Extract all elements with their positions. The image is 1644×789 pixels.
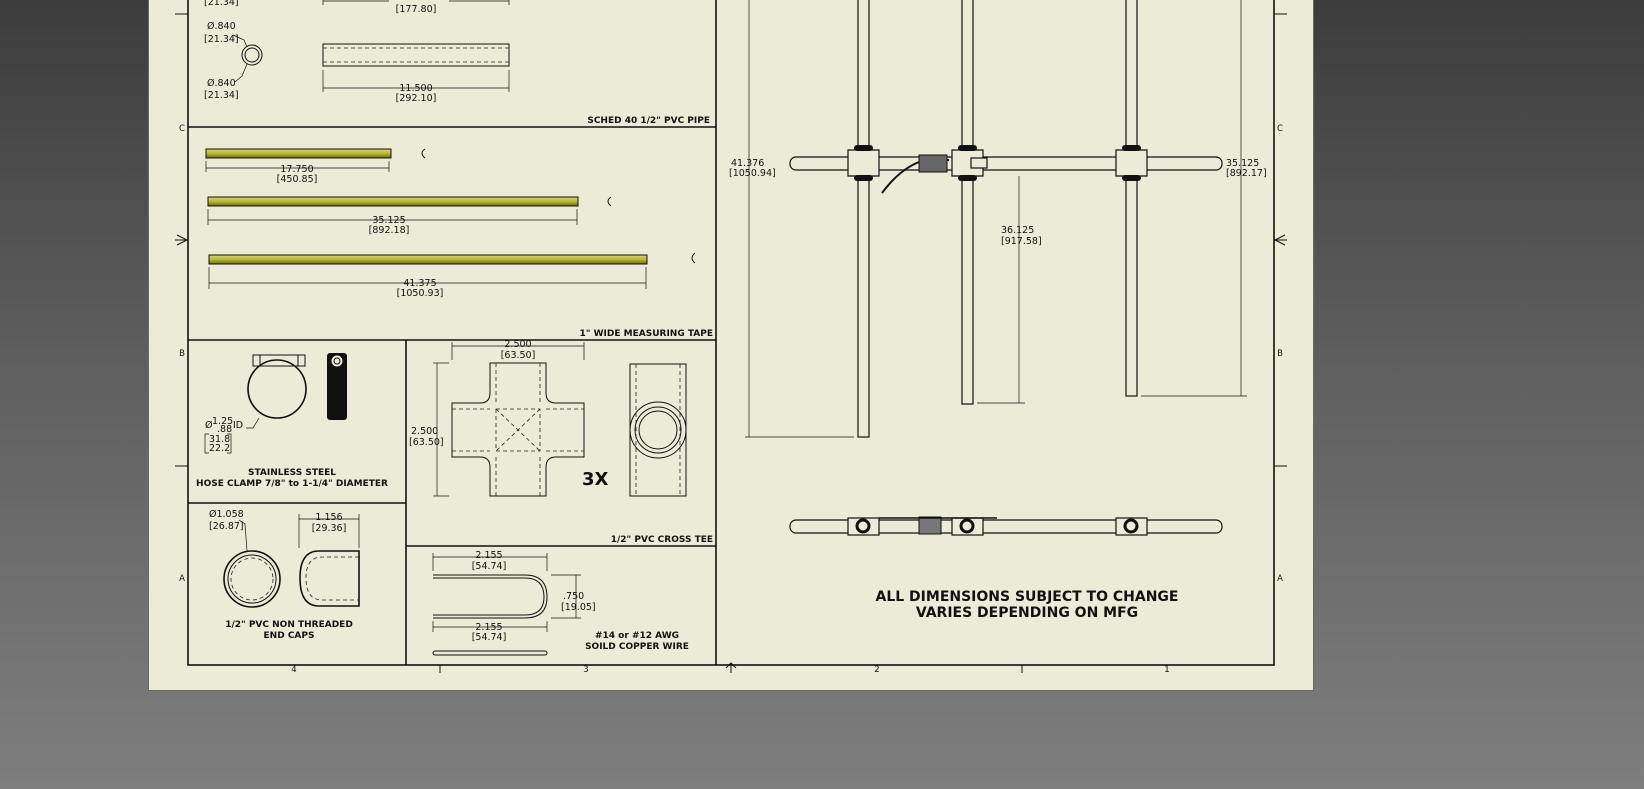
pipe-end-view-outer <box>241 44 263 66</box>
tape-3-mm: [1050.93] <box>397 288 444 299</box>
cap-side-view <box>299 550 360 607</box>
pipe-length-mm: [292.10] <box>396 93 437 104</box>
wire-title-1: #14 or #12 AWG <box>595 631 679 641</box>
clamp-dia-inner: .88 <box>217 424 232 435</box>
tee-title: 1/2" PVC CROSS TEE <box>611 535 713 545</box>
pipe-title: SCHED 40 1/2" PVC PIPE <box>587 116 710 126</box>
zone-label-c-right: C <box>1277 124 1283 134</box>
cap-length: 1.156 <box>315 512 342 523</box>
pipe-od-label-1: Ø.840 <box>207 21 236 32</box>
tee-width: 2.500 <box>504 339 531 350</box>
wire-bottom-length: 2.155 <box>475 622 502 633</box>
tape-piece-1 <box>205 148 392 159</box>
tee-front-view <box>451 362 585 497</box>
pipe-top-dim-right: [177.80] <box>396 4 437 15</box>
zone-label-c-left: C <box>179 124 185 134</box>
clamp-mm-outer: 31.8 <box>209 434 230 445</box>
tee-side-outer <box>629 401 687 459</box>
antenna-right-dim: 35.125 <box>1226 158 1259 169</box>
clamp-ring <box>247 359 307 419</box>
antenna-tee-left <box>847 149 880 177</box>
pipe-end-view-inner <box>244 47 260 63</box>
wire-straight <box>432 650 548 656</box>
note-line-2: VARIES DEPENDING ON MFG <box>916 605 1138 621</box>
zone-label-a-right: A <box>1277 574 1283 584</box>
drawing-border <box>187 0 1275 666</box>
pipe-top-dim-cut: [21.34] <box>204 0 239 8</box>
tee-side-view <box>629 363 687 497</box>
panel-dividers <box>188 0 717 665</box>
drawing-sheet: C B A C B A 4 3 2 1 [21.34] [177.80] Ø.8… <box>148 0 1314 691</box>
zone-label-1: 1 <box>1164 665 1169 675</box>
wire-bend-outer <box>433 574 548 619</box>
antenna-left-dim-mm: [1050.94] <box>729 168 776 179</box>
clamp-mm-inner: 22.2 <box>209 443 230 454</box>
clamp-dia-prefix: Ø <box>205 420 212 431</box>
tee-quantity: 3X <box>582 469 609 490</box>
pipe-od-label-2: Ø.840 <box>207 78 236 89</box>
clamp-screw-housing <box>252 354 306 367</box>
antenna-mid-dim-mm: [917.58] <box>1001 236 1042 247</box>
wire-top-mm: [54.74] <box>472 561 507 572</box>
antenna-element-left <box>857 0 870 438</box>
tape-1-mm: [450.85] <box>277 174 318 185</box>
antenna-element-middle <box>961 0 974 405</box>
clamp-title-1: STAINLESS STEEL <box>248 468 336 478</box>
zone-label-2: 2 <box>874 665 879 675</box>
antenna-mid-dim: 36.125 <box>1001 225 1034 236</box>
antenna-boom <box>789 156 1223 171</box>
tape-piece-2 <box>207 196 579 207</box>
tape-3-length: 41.375 <box>403 278 436 289</box>
antenna-right-dim-mm: [892.17] <box>1226 168 1267 179</box>
end-caps-panel: Ø1.058 [26.87] 1.156 [29.36] 1/2" PVC NO… <box>209 509 360 641</box>
pvc-pipe-panel: [21.34] [177.80] Ø.840 [21.34] Ø.840 [21… <box>204 0 710 126</box>
clamp-side-view <box>327 353 347 420</box>
copper-wire-panel: 2.155 [54.74] .750 [19.05] 2.155 [54.74]… <box>432 550 689 656</box>
tape-2-mm: [892.18] <box>369 225 410 236</box>
cap-dia: Ø1.058 <box>209 509 244 520</box>
clamp-id-label: ID <box>233 420 243 431</box>
cap-title-2: END CAPS <box>264 631 315 641</box>
pipe-od-mm-2: [21.34] <box>204 90 239 101</box>
wire-height: .750 <box>563 591 584 602</box>
zone-label-b-right: B <box>1277 349 1283 359</box>
antenna-left-dim: 41.376 <box>731 158 764 169</box>
tee-width-mm: [63.50] <box>501 350 536 361</box>
wire-top-length: 2.155 <box>475 550 502 561</box>
clamp-title-2: HOSE CLAMP 7/8" to 1-1/4" DIAMETER <box>196 479 388 489</box>
note-line-1: ALL DIMENSIONS SUBJECT TO CHANGE <box>876 589 1179 605</box>
zone-label-a-left: A <box>179 574 185 584</box>
zone-ticks <box>175 13 1287 673</box>
pipe-od-mm-1: [21.34] <box>204 34 239 45</box>
measuring-tape-panel: 17.750 [450.85] 35.125 [892.18] 41.375 [… <box>205 148 713 339</box>
cap-dia-mm: [26.87] <box>209 521 244 532</box>
tape-title: 1" WIDE MEASURING TAPE <box>580 329 713 339</box>
tape-1-length: 17.750 <box>280 164 313 175</box>
antenna-element-right <box>1125 0 1138 397</box>
technical-drawing: C B A C B A 4 3 2 1 [21.34] [177.80] Ø.8… <box>175 0 1287 675</box>
wire-title-2: SOILD COPPER WIRE <box>585 642 689 652</box>
zone-label-b-left: B <box>179 349 185 359</box>
pipe-length: 11.500 <box>399 83 432 94</box>
tape-2-length: 35.125 <box>372 215 405 226</box>
clamp-dia-outer: 1.25 <box>212 416 233 427</box>
cap-length-mm: [29.36] <box>312 523 347 534</box>
cap-end-view <box>223 550 281 608</box>
cross-tee-panel: 2.500 [63.50] 2.500 [63.50] 3X 1/2" PVC … <box>409 339 713 545</box>
antenna-coax-wrap <box>918 154 948 173</box>
antenna-assembly-top-view: 41.376 [1050.94] 36.125 [917.58] 35.125 … <box>729 0 1267 438</box>
tee-height: 2.500 <box>411 426 438 437</box>
wire-bottom-mm: [54.74] <box>472 632 507 643</box>
antenna-assembly-side-view <box>789 516 1223 536</box>
tee-height-mm: [63.50] <box>409 437 444 448</box>
zone-label-3: 3 <box>583 665 588 675</box>
antenna-tee-right <box>1115 149 1148 177</box>
zone-label-4: 4 <box>291 665 296 675</box>
cap-title-1: 1/2" PVC NON THREADED <box>225 620 353 630</box>
hose-clamp-panel: Ø 1.25 .88 ID 31.8 22.2 STAINLESS STEEL … <box>196 353 388 489</box>
pipe-side-view <box>322 43 510 67</box>
side-boom <box>789 519 1223 534</box>
wire-height-mm: [19.05] <box>561 602 596 613</box>
tape-piece-3 <box>208 254 648 265</box>
